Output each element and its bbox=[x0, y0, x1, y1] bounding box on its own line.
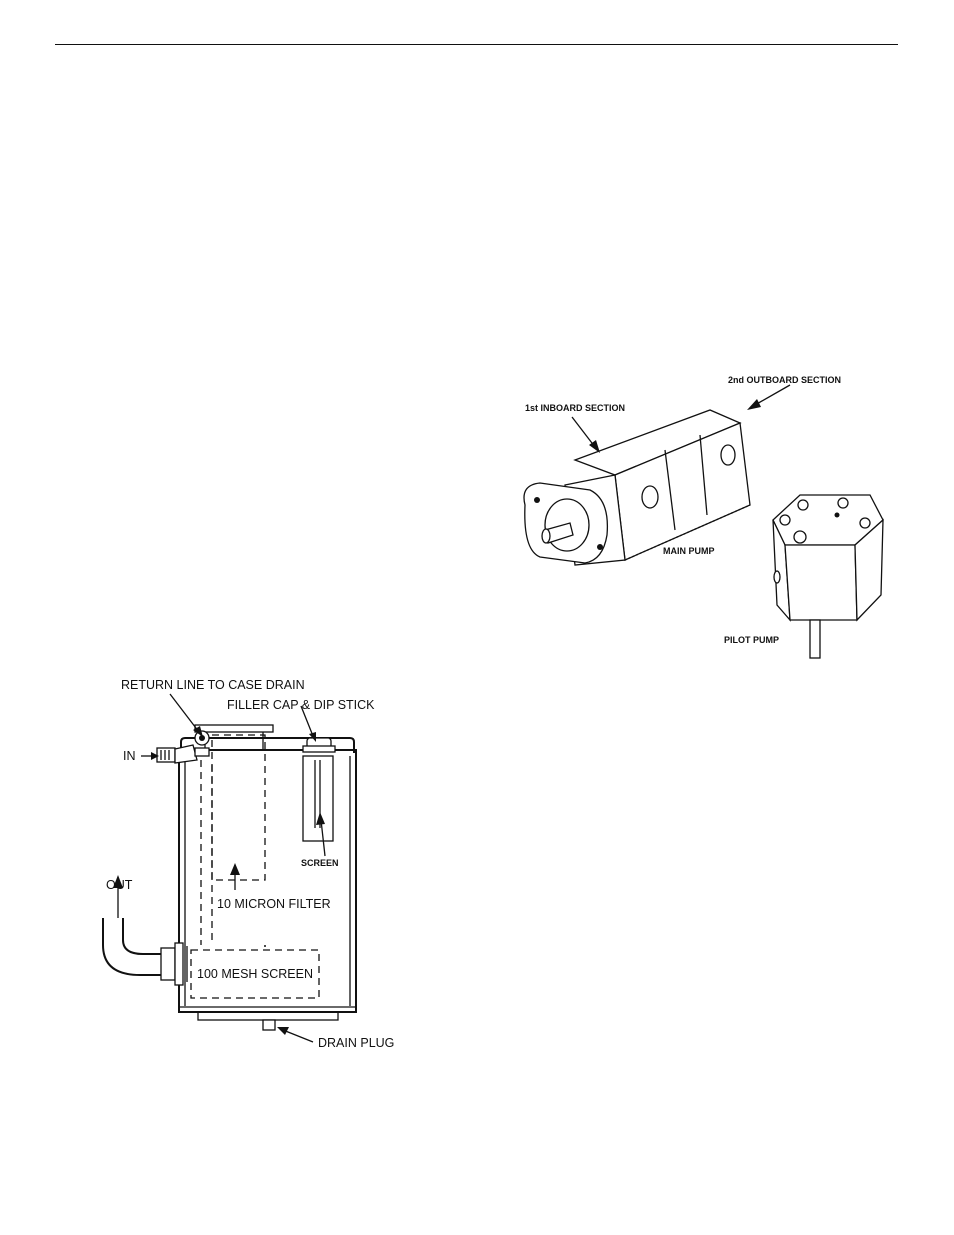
out-label: OUT bbox=[106, 878, 133, 892]
drain-plug-icon bbox=[263, 1020, 275, 1030]
return-line-label: RETURN LINE TO CASE DRAIN bbox=[121, 678, 305, 692]
outlet-elbow bbox=[103, 918, 187, 985]
return-inlet bbox=[157, 731, 209, 763]
header-rule bbox=[55, 44, 898, 45]
in-label: IN bbox=[123, 749, 136, 763]
inboard-section-label: 1st INBOARD SECTION bbox=[525, 403, 625, 413]
dip-stick-cap bbox=[303, 738, 335, 841]
filler-cap-label: FILLER CAP & DIP STICK bbox=[227, 698, 375, 712]
micron-filter-label: 10 MICRON FILTER bbox=[217, 897, 331, 911]
outboard-section-label: 2nd OUTBOARD SECTION bbox=[728, 375, 841, 385]
pilot-pump bbox=[773, 495, 883, 658]
main-pump-label: MAIN PUMP bbox=[663, 546, 715, 556]
pilot-pump-label: PILOT PUMP bbox=[724, 635, 779, 645]
mesh-screen-label: 100 MESH SCREEN bbox=[197, 967, 313, 981]
drain-plug-label: DRAIN PLUG bbox=[318, 1036, 394, 1050]
hydraulic-reservoir-diagram: RETURN LINE TO CASE DRAIN FILLER CAP & D… bbox=[95, 670, 415, 1060]
pump-assembly-diagram: 2nd OUTBOARD SECTION 1st INBOARD SECTION… bbox=[515, 365, 875, 665]
screen-label: SCREEN bbox=[301, 858, 339, 868]
main-pump bbox=[524, 410, 750, 565]
